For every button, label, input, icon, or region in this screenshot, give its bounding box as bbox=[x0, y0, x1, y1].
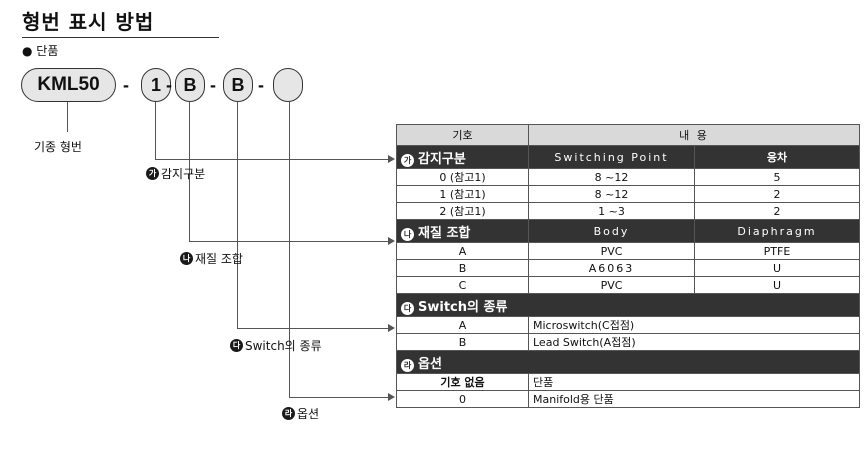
cell-code: 0 (참고1) bbox=[396, 168, 529, 186]
callout-label: 재질 조합 bbox=[195, 252, 243, 266]
leader-vertical-1 bbox=[155, 102, 156, 160]
cell-desc: Lead Switch(A접점) bbox=[528, 333, 860, 351]
table-row: A PVC PTFE bbox=[396, 242, 860, 260]
badge-na-icon: 나 bbox=[401, 227, 414, 241]
badge-ra-icon: 라 bbox=[282, 407, 295, 420]
model-base-pill: KML50 bbox=[21, 68, 116, 102]
cell-desc: 단품 bbox=[528, 373, 860, 391]
cell-point: 8 ~12 bbox=[528, 185, 695, 203]
badge-na-icon: 나 bbox=[180, 252, 193, 265]
cell-code: 2 (참고1) bbox=[396, 202, 529, 220]
callout-sensing: 가 감지구분 bbox=[146, 165, 205, 182]
section-sensing-header: 가 감지구분 Switching Point 응차 bbox=[396, 145, 860, 169]
callout-label: Switch의 종류 bbox=[245, 339, 322, 353]
section-title: 라 옵션 bbox=[396, 350, 860, 374]
leader-arrow-3 bbox=[388, 324, 395, 332]
section-material-header: 나 재질 조합 Body Diaphragm bbox=[396, 219, 860, 243]
base-label: 기종 형번 bbox=[34, 140, 82, 154]
callout-material: 나 재질 조합 bbox=[180, 250, 243, 267]
column-differential: 응차 bbox=[694, 145, 860, 169]
leader-arrow-2 bbox=[388, 237, 395, 245]
cell-desc: Microswitch(C접점) bbox=[528, 316, 860, 334]
header-content: 내 용 bbox=[528, 124, 860, 146]
spec-table: 기호 내 용 가 감지구분 Switching Point 응차 0 (참고1) … bbox=[396, 124, 860, 408]
cell-code: A bbox=[396, 316, 529, 334]
cell-code: 1 (참고1) bbox=[396, 185, 529, 203]
section-switch-header: 다 Switch의 종류 bbox=[396, 293, 860, 317]
cell-code: B bbox=[396, 333, 529, 351]
cell-code: 0 bbox=[396, 390, 529, 408]
table-row: 기호 없음 단품 bbox=[396, 373, 860, 391]
page-subtitle: ● 단품 bbox=[22, 44, 59, 58]
leader-arrow-4 bbox=[388, 393, 395, 401]
base-leader-line bbox=[67, 102, 68, 132]
section-label: 옵션 bbox=[418, 356, 442, 372]
callout-label: 옵션 bbox=[297, 407, 320, 421]
column-switching-point: Switching Point bbox=[528, 145, 695, 169]
cell-code: C bbox=[396, 276, 529, 294]
model-part-3: B bbox=[223, 68, 253, 102]
model-part-4 bbox=[273, 68, 303, 102]
cell-diff: 2 bbox=[694, 185, 860, 203]
callout-switch-type: 다 Switch의 종류 bbox=[230, 337, 322, 354]
cell-diaphragm: U bbox=[694, 259, 860, 277]
header-code: 기호 bbox=[396, 124, 529, 146]
leader-horizontal-3 bbox=[237, 328, 388, 329]
section-title: 나 재질 조합 bbox=[396, 219, 529, 243]
cell-body: PVC bbox=[528, 276, 695, 294]
cell-code: A bbox=[396, 242, 529, 260]
leader-vertical-4 bbox=[289, 102, 290, 398]
leader-vertical-2 bbox=[189, 102, 190, 242]
model-part-2: B bbox=[175, 68, 205, 102]
cell-diaphragm: U bbox=[694, 276, 860, 294]
section-label: 감지구분 bbox=[418, 151, 466, 167]
callout-label: 감지구분 bbox=[161, 167, 206, 181]
badge-ga-icon: 가 bbox=[146, 167, 159, 180]
leader-horizontal-4 bbox=[289, 397, 388, 398]
dash-4: - bbox=[258, 75, 264, 95]
cell-body: PVC bbox=[528, 242, 695, 260]
column-diaphragm: Diaphragm bbox=[694, 219, 860, 243]
leader-horizontal-2 bbox=[189, 241, 388, 242]
table-row: B Lead Switch(A접점) bbox=[396, 333, 860, 351]
dash-1: - bbox=[123, 75, 129, 95]
leader-arrow-1 bbox=[388, 155, 395, 163]
cell-code: B bbox=[396, 259, 529, 277]
section-title: 다 Switch의 종류 bbox=[396, 293, 860, 317]
table-row: 0 (참고1) 8 ~12 5 bbox=[396, 168, 860, 186]
dash-2: - bbox=[166, 75, 172, 95]
leader-vertical-3 bbox=[237, 102, 238, 328]
cell-diaphragm: PTFE bbox=[694, 242, 860, 260]
table-row: A Microswitch(C접점) bbox=[396, 316, 860, 334]
badge-da-icon: 다 bbox=[401, 301, 414, 315]
page-title: 형번 표시 방법 bbox=[22, 10, 155, 34]
table-row: C PVC U bbox=[396, 276, 860, 294]
cell-body: A6063 bbox=[528, 259, 695, 277]
cell-diff: 2 bbox=[694, 202, 860, 220]
badge-ga-icon: 가 bbox=[401, 153, 414, 167]
cell-code: 기호 없음 bbox=[396, 373, 529, 391]
title-underline bbox=[22, 37, 219, 38]
cell-diff: 5 bbox=[694, 168, 860, 186]
column-body: Body bbox=[528, 219, 695, 243]
badge-da-icon: 다 bbox=[230, 339, 243, 352]
table-header-row: 기호 내 용 bbox=[396, 124, 860, 146]
table-row: 2 (참고1) 1 ~3 2 bbox=[396, 202, 860, 220]
cell-point: 8 ~12 bbox=[528, 168, 695, 186]
section-option-header: 라 옵션 bbox=[396, 350, 860, 374]
section-label: 재질 조합 bbox=[418, 225, 471, 241]
cell-desc: Manifold용 단품 bbox=[528, 390, 860, 408]
table-row: 1 (참고1) 8 ~12 2 bbox=[396, 185, 860, 203]
model-part-1: 1 bbox=[141, 68, 171, 102]
callout-option: 라 옵션 bbox=[282, 405, 319, 422]
cell-point: 1 ~3 bbox=[528, 202, 695, 220]
dash-3: - bbox=[210, 75, 216, 95]
badge-ra-icon: 라 bbox=[401, 358, 414, 372]
leader-horizontal-1 bbox=[155, 159, 388, 160]
table-row: 0 Manifold용 단품 bbox=[396, 390, 860, 408]
table-row: B A6063 U bbox=[396, 259, 860, 277]
section-title: 가 감지구분 bbox=[396, 145, 529, 169]
section-label: Switch의 종류 bbox=[418, 299, 508, 315]
